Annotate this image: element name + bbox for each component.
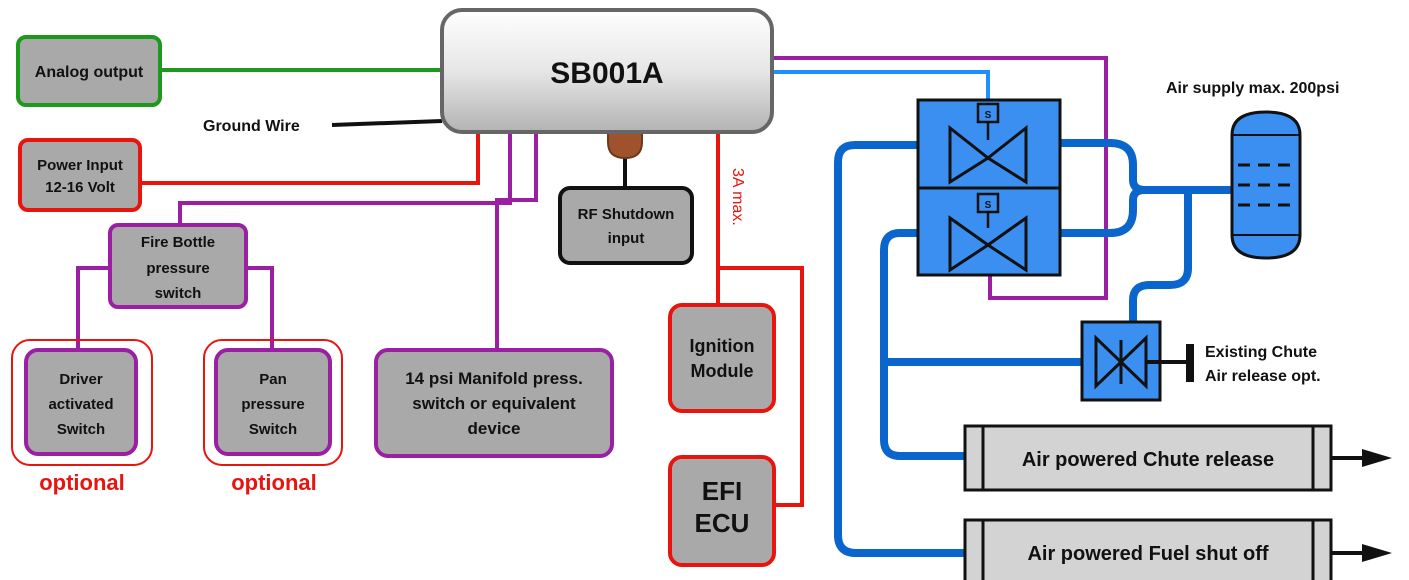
fire-bottle-wire (178, 130, 512, 225)
solenoid-1-label: S (985, 110, 992, 121)
solenoid-power-wire (772, 56, 1108, 300)
manifold-switch-box: 14 psi Manifold press. switch or equival… (374, 348, 614, 458)
solenoid-valve-2: S (948, 192, 1028, 273)
chute-release-arrow (1331, 449, 1392, 467)
chute-release-label: Air powered Chute release (1022, 449, 1274, 471)
analog-output-box: Analog output (16, 35, 162, 107)
rf-shutdown-line1: RF Shutdown (578, 206, 675, 223)
rf-connector (607, 129, 643, 160)
pan-branch-wire (245, 266, 274, 350)
pan-switch-line1: Pan (259, 371, 287, 388)
manifold-switch-line2: switch or equivalent (412, 394, 576, 413)
pan-switch-line3: Switch (249, 421, 297, 438)
pan-optional-outline (203, 339, 343, 466)
optional-label-driver: optional (39, 470, 125, 495)
manifold-wire (495, 130, 538, 350)
manifold-switch-line1: 14 psi Manifold press. (405, 369, 583, 388)
signal-wire (772, 70, 990, 100)
power-wire (140, 130, 480, 185)
fire-bottle-line1: Fire Bottle (141, 234, 215, 251)
efi-wire (718, 266, 804, 507)
driver-branch-wire (76, 266, 110, 350)
chute-release-cylinder: Air powered Chute release (963, 424, 1333, 492)
ignition-module-line2: Module (691, 361, 754, 381)
air-supply-label: Air supply max. 200psi (1166, 80, 1339, 97)
existing-chute-line1: Existing Chute (1205, 344, 1317, 361)
rf-shutdown-box: RF Shutdown input (558, 186, 694, 265)
existing-chute-line2: Air release opt. (1205, 368, 1321, 385)
solenoid-2-label: S (985, 200, 992, 211)
power-input-line1: Power Input (37, 157, 123, 174)
driver-switch-line2: activated (48, 396, 113, 413)
solenoid-valve-1: S (948, 102, 1028, 185)
analog-output-label: Analog output (35, 64, 144, 81)
driver-switch-line1: Driver (59, 371, 103, 388)
power-input-line2: 12-16 Volt (45, 179, 115, 196)
air-hoses (834, 139, 1234, 557)
ignition-module-box: Ignition Module (668, 303, 776, 413)
efi-ecu-box: EFI ECU (668, 455, 776, 567)
driver-switch-line3: Switch (57, 421, 105, 438)
fire-bottle-box: Fire Bottle pressure switch (108, 223, 248, 309)
ground-wire-label: Ground Wire (203, 118, 300, 135)
fire-bottle-line3: switch (155, 285, 202, 302)
rf-shutdown-line2: input (608, 230, 645, 247)
chute-release-valve (1080, 320, 1194, 402)
optional-label-pan: optional (231, 470, 317, 495)
air-supply-tank (1230, 110, 1302, 260)
fire-bottle-line2: pressure (146, 260, 209, 277)
driver-switch-group: Driver activated Switch (11, 339, 153, 466)
controller-box: SB001A (440, 8, 774, 134)
pan-switch-line2: pressure (241, 396, 304, 413)
controller-label: SB001A (550, 57, 663, 90)
fuel-shutoff-label: Air powered Fuel shut off (1027, 543, 1268, 565)
efi-ecu-line2: ECU (695, 508, 750, 538)
driver-optional-outline (11, 339, 153, 466)
fuel-shutoff-arrow (1331, 544, 1392, 562)
manifold-switch-line3: device (468, 419, 521, 438)
efi-ecu-line1: EFI (702, 476, 742, 506)
current-limit-label: 3A max. (729, 168, 746, 226)
power-input-box: Power Input 12-16 Volt (18, 138, 142, 212)
ignition-module-line1: Ignition (690, 336, 755, 356)
ground-wire (331, 119, 443, 127)
pan-switch-group: Pan pressure Switch (203, 339, 343, 466)
fuel-shutoff-cylinder: Air powered Fuel shut off (963, 518, 1333, 580)
